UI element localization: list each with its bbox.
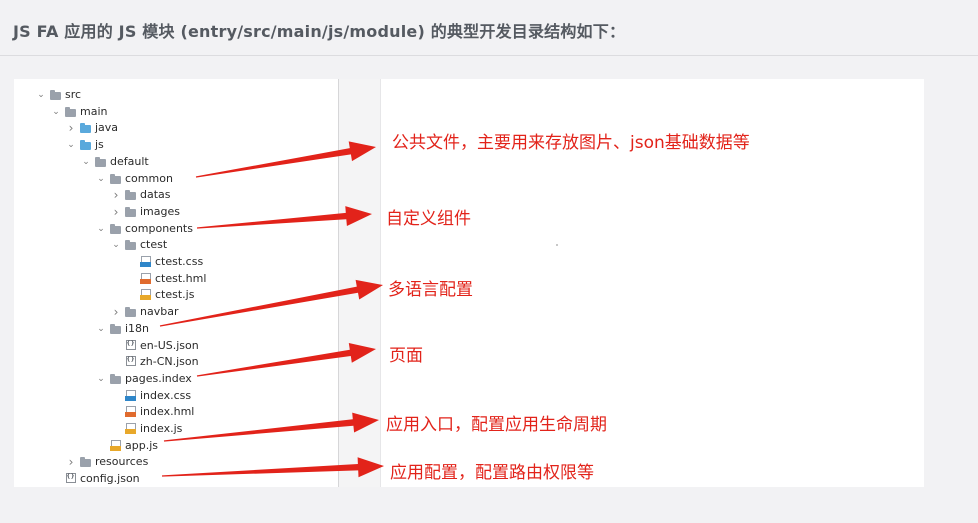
tree-item-label[interactable]: java [95,121,119,135]
annotation-label: 应用入口，配置应用生命周期 [386,415,607,435]
folder-icon [125,190,136,201]
annotation-label: 应用配置，配置路由权限等 [390,463,594,483]
tree-item-label[interactable]: main [80,104,108,118]
arrow-icon [197,206,372,229]
tree-item-label[interactable]: ctest.js [155,288,195,302]
tree-item-label[interactable]: resources [95,455,149,469]
tree-item-label[interactable]: src [65,88,82,101]
folder-icon [125,240,136,251]
chevron-down-icon[interactable]: ⌄ [37,90,45,100]
chevron-right-icon[interactable]: › [113,188,119,203]
tree-item-label[interactable]: index.hml [140,405,195,419]
folder-icon [80,457,91,468]
project-tree: ⌄ src ⌄ main › java ⌄ js ⌄ default ⌄ common › datas › i… [14,79,338,487]
tree-item-label[interactable]: zh-CN.json [140,355,199,369]
folder-icon [110,323,121,334]
chevron-right-icon[interactable]: › [68,455,74,470]
source-folder-icon [80,123,91,134]
source-folder-icon [80,140,91,151]
js-file-icon [140,289,151,301]
arrow-icon [162,457,384,478]
annotation-label: 公共文件，主要用来存放图片、json基础数据等 [392,133,750,153]
chevron-right-icon[interactable]: › [113,305,119,320]
tree-item-label[interactable]: components [125,221,193,235]
folder-icon [110,223,121,234]
chevron-down-icon[interactable]: ⌄ [97,373,105,384]
folder-icon [110,173,121,184]
chevron-down-icon[interactable]: ⌄ [112,240,120,251]
tree-item-label[interactable]: index.js [140,422,183,435]
js-file-icon [125,423,136,435]
chevron-down-icon[interactable]: ⌄ [97,323,105,334]
chevron-down-icon[interactable]: ⌄ [97,173,105,184]
chevron-down-icon[interactable]: ⌄ [97,223,105,234]
tree-item-label[interactable]: ctest [140,238,168,252]
tree-item-label[interactable]: ctest.css [155,255,204,268]
hml-file-icon [125,406,136,418]
tree-item-label[interactable]: config.json [80,472,140,486]
heading-divider [0,55,978,56]
tree-item-label[interactable]: index.css [140,388,192,402]
arrow-icon [163,412,379,442]
tree-item-label[interactable]: en-US.json [140,338,199,352]
arrow-icon [195,141,376,178]
tree-item-label[interactable]: app.js [125,438,158,452]
folder-icon [125,307,136,318]
stray-dot [556,244,558,246]
js-file-icon [110,439,121,452]
chevron-down-icon[interactable]: ⌄ [82,156,90,167]
annotation-label: 自定义组件 [386,209,471,229]
folder-icon [65,106,76,117]
annotation-label: 页面 [389,346,423,366]
chevron-down-icon[interactable]: ⌄ [52,106,60,117]
tree-item-label[interactable]: js [95,138,104,152]
tree-item-label[interactable]: images [140,204,180,218]
json-file-icon: {} [125,339,136,352]
chevron-right-icon[interactable]: › [68,121,74,136]
tree-item-label[interactable]: default [110,154,149,168]
folder-icon [125,206,136,217]
css-file-icon [140,256,151,268]
tree-item-label[interactable]: navbar [140,305,179,319]
chevron-right-icon[interactable]: › [113,204,119,219]
folder-icon [50,90,61,100]
folder-icon [110,373,121,384]
css-file-icon [125,389,136,402]
annotation-label: 多语言配置 [388,280,473,300]
tree-item-label[interactable]: common [125,171,173,185]
hml-file-icon [140,272,151,285]
tree-item-label[interactable]: pages.index [125,371,192,385]
chevron-down-icon[interactable]: ⌄ [67,140,75,151]
tree-item-label[interactable]: ctest.hml [155,271,207,285]
tree-item-label[interactable]: i18n [125,321,150,335]
json-file-icon: {} [125,356,136,368]
page-heading: JS FA 应用的 JS 模块 (entry/src/main/js/modul… [13,22,626,41]
folder-icon [95,156,106,167]
tree-item-label[interactable]: datas [140,188,171,202]
arrow-icon [159,279,383,327]
arrow-icon [196,343,376,377]
json-file-icon: {} [65,473,76,485]
